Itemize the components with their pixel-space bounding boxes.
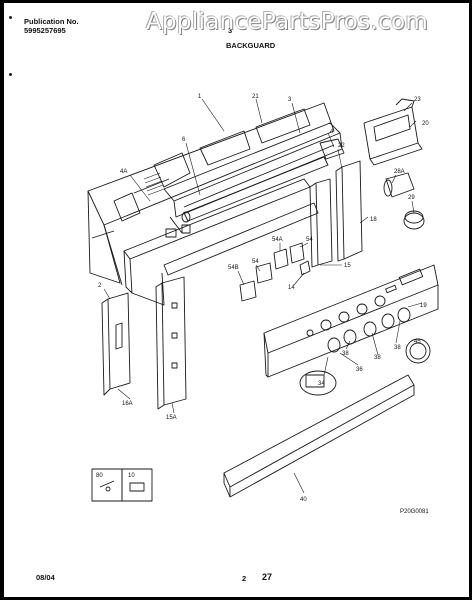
right-bracket bbox=[309, 138, 363, 268]
callout: 15 bbox=[344, 263, 351, 269]
callout: 4A bbox=[120, 169, 127, 175]
left-bracket bbox=[155, 276, 187, 410]
callout: 80 bbox=[96, 473, 103, 479]
knob-29 bbox=[403, 210, 425, 230]
leader-lines bbox=[103, 98, 423, 494]
callout: 21 bbox=[252, 94, 259, 100]
corner-mark-icon bbox=[9, 73, 12, 76]
callout: 29 bbox=[408, 195, 415, 201]
diagram-code: P20G0081 bbox=[400, 509, 429, 515]
parts-diagram-sheet: Publication No. 5995257695 3 BACKGUARD A… bbox=[4, 3, 469, 597]
callout: 40 bbox=[300, 497, 307, 503]
control-knobs bbox=[327, 307, 411, 353]
callout: 14 bbox=[288, 285, 295, 291]
hardware-inset bbox=[91, 468, 153, 502]
publication-number: 5995257695 bbox=[24, 26, 66, 35]
callout: 6 bbox=[182, 137, 186, 143]
callout: 54A bbox=[272, 237, 283, 243]
trim-strip bbox=[223, 374, 415, 498]
footer-page-left: 2 bbox=[242, 574, 247, 583]
callout: 38 bbox=[342, 351, 349, 357]
callout: 54 bbox=[306, 237, 313, 243]
back-panel bbox=[87, 102, 335, 286]
corner-mark-icon bbox=[9, 16, 12, 19]
callout: 18 bbox=[370, 217, 377, 223]
callout: 20 bbox=[422, 121, 429, 127]
part-34 bbox=[299, 370, 337, 396]
infinite-switches bbox=[239, 242, 311, 302]
callout: 2 bbox=[98, 283, 102, 289]
callout: 38 bbox=[394, 345, 401, 351]
callout: 54B bbox=[228, 265, 239, 271]
tube-part bbox=[181, 156, 329, 223]
model-fragment: 3 bbox=[228, 26, 233, 35]
section-title: BACKGUARD bbox=[226, 41, 276, 50]
callout: 3 bbox=[288, 97, 292, 103]
callouts: 1 21 3 6 4 4A 22 23 20 28A 29 18 54A 54 … bbox=[96, 94, 429, 515]
callout: 28A bbox=[394, 169, 405, 175]
left-end-cap bbox=[101, 292, 131, 396]
exploded-view-drawing: 1 21 3 6 4 4A 22 23 20 28A 29 18 54A 54 … bbox=[87, 94, 439, 515]
callout: 23 bbox=[414, 97, 421, 103]
callout: 1 bbox=[198, 94, 202, 100]
callout: 45 bbox=[414, 339, 421, 345]
callout: 54 bbox=[252, 259, 259, 265]
watermark: AppliancePartsPros.com bbox=[146, 9, 429, 35]
callout: 19 bbox=[420, 303, 427, 309]
callout: 16A bbox=[122, 401, 133, 407]
callout: 22 bbox=[338, 143, 345, 149]
display-module bbox=[363, 98, 423, 166]
footer-date: 08/04 bbox=[36, 573, 55, 582]
callout: 15A bbox=[166, 415, 177, 421]
callout: 4 bbox=[330, 129, 334, 135]
part-45 bbox=[405, 338, 431, 364]
publication-label: Publication No. bbox=[24, 17, 79, 26]
callout: 36 bbox=[356, 367, 363, 373]
knob-28a bbox=[383, 172, 415, 198]
footer-page-right: 27 bbox=[262, 572, 273, 582]
vent-grille bbox=[143, 172, 165, 196]
callout: 34 bbox=[318, 381, 325, 387]
callout: 38 bbox=[374, 355, 381, 361]
callout: 10 bbox=[128, 473, 135, 479]
